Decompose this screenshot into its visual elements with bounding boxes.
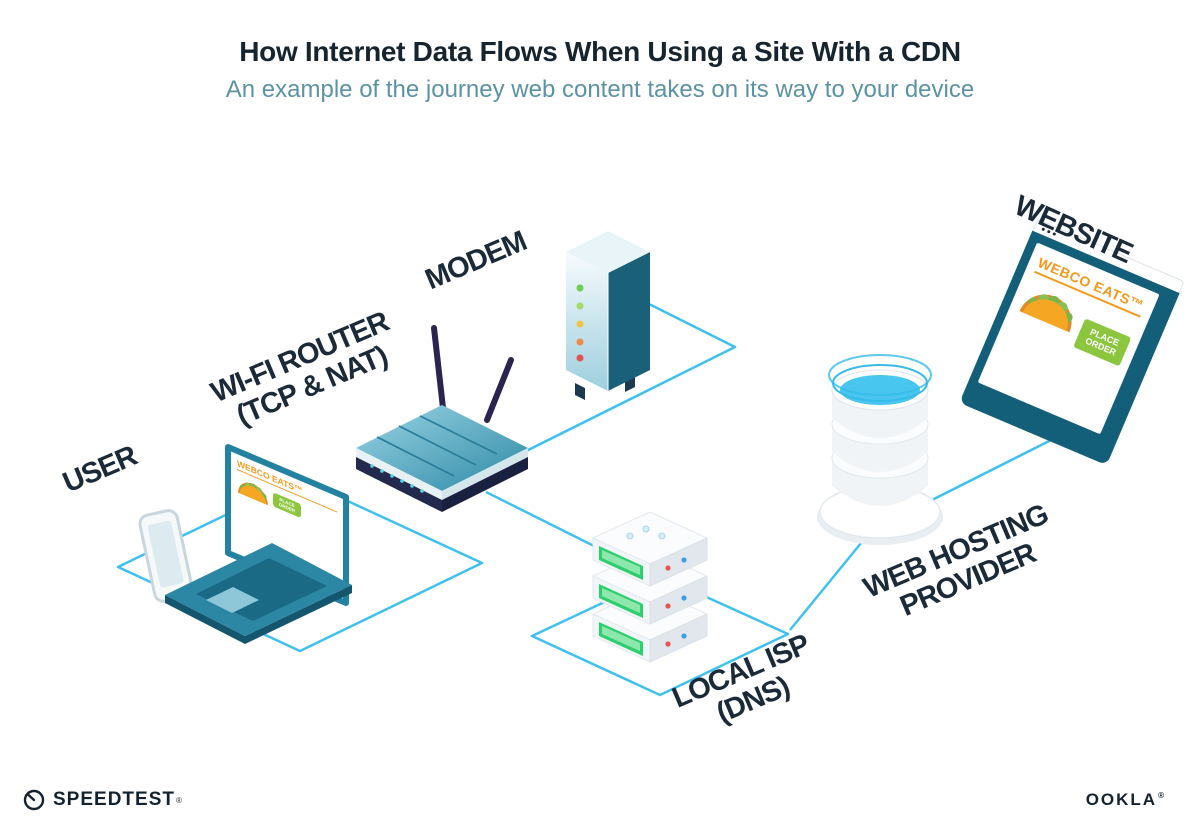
taco-icon [1019,294,1073,333]
router-antenna-left [431,325,446,411]
router-ridges [376,415,498,477]
modem-status-leds [576,284,584,362]
hosting-database-illustration [817,354,943,545]
isp-server-illustration [591,511,709,663]
browser-screen: WEBCO EATS™ PLACE ORDER [977,242,1160,435]
ookla-logo: OOKLA® [1086,790,1166,810]
laptop-screen-content: WEBCO EATS™ PLACE ORDER [237,458,337,588]
browser-frame: WEBCO EATS™ PLACE ORDER [959,230,1180,466]
isp-hosting-wire [789,536,867,631]
page-subtitle: An example of the journey web content ta… [225,76,975,103]
server-top-buttons [626,525,666,540]
phone-screen [147,520,184,588]
phone-illustration [138,509,194,603]
ookla-trademark: ® [1158,791,1166,801]
speedtest-wordmark: SPEEDTEST [53,789,175,810]
page-title: How Internet Data Flows When Using a Sit… [239,36,961,67]
router-illustration [356,325,528,512]
database-water-top [840,375,920,405]
place-order-button: PLACE ORDER [1073,318,1132,367]
modem-illustration [566,231,650,400]
header: How Internet Data Flows When Using a Sit… [0,36,1200,104]
ookla-wordmark: OOKLA [1085,790,1158,809]
laptop-illustration [165,444,352,644]
speedtest-gauge-icon [23,789,45,811]
speedtest-trademark: ® [175,795,182,805]
router-antenna-right [484,357,514,423]
website-browser: WEBCO EATS™ PLACE ORDER [959,218,1185,466]
speedtest-logo: SPEEDTEST® [22,788,182,812]
modem-side-dark [608,252,650,391]
modem-foot [575,383,585,400]
taco-icon [238,482,268,506]
router-led-lights [370,464,424,493]
modem-router-wire [483,300,737,474]
laptop-base-edge [165,585,352,644]
laptop-trackpad [206,587,259,613]
place-order-button: PLACE ORDER [273,492,301,519]
modem-top [566,231,650,273]
modem-front [566,252,608,391]
